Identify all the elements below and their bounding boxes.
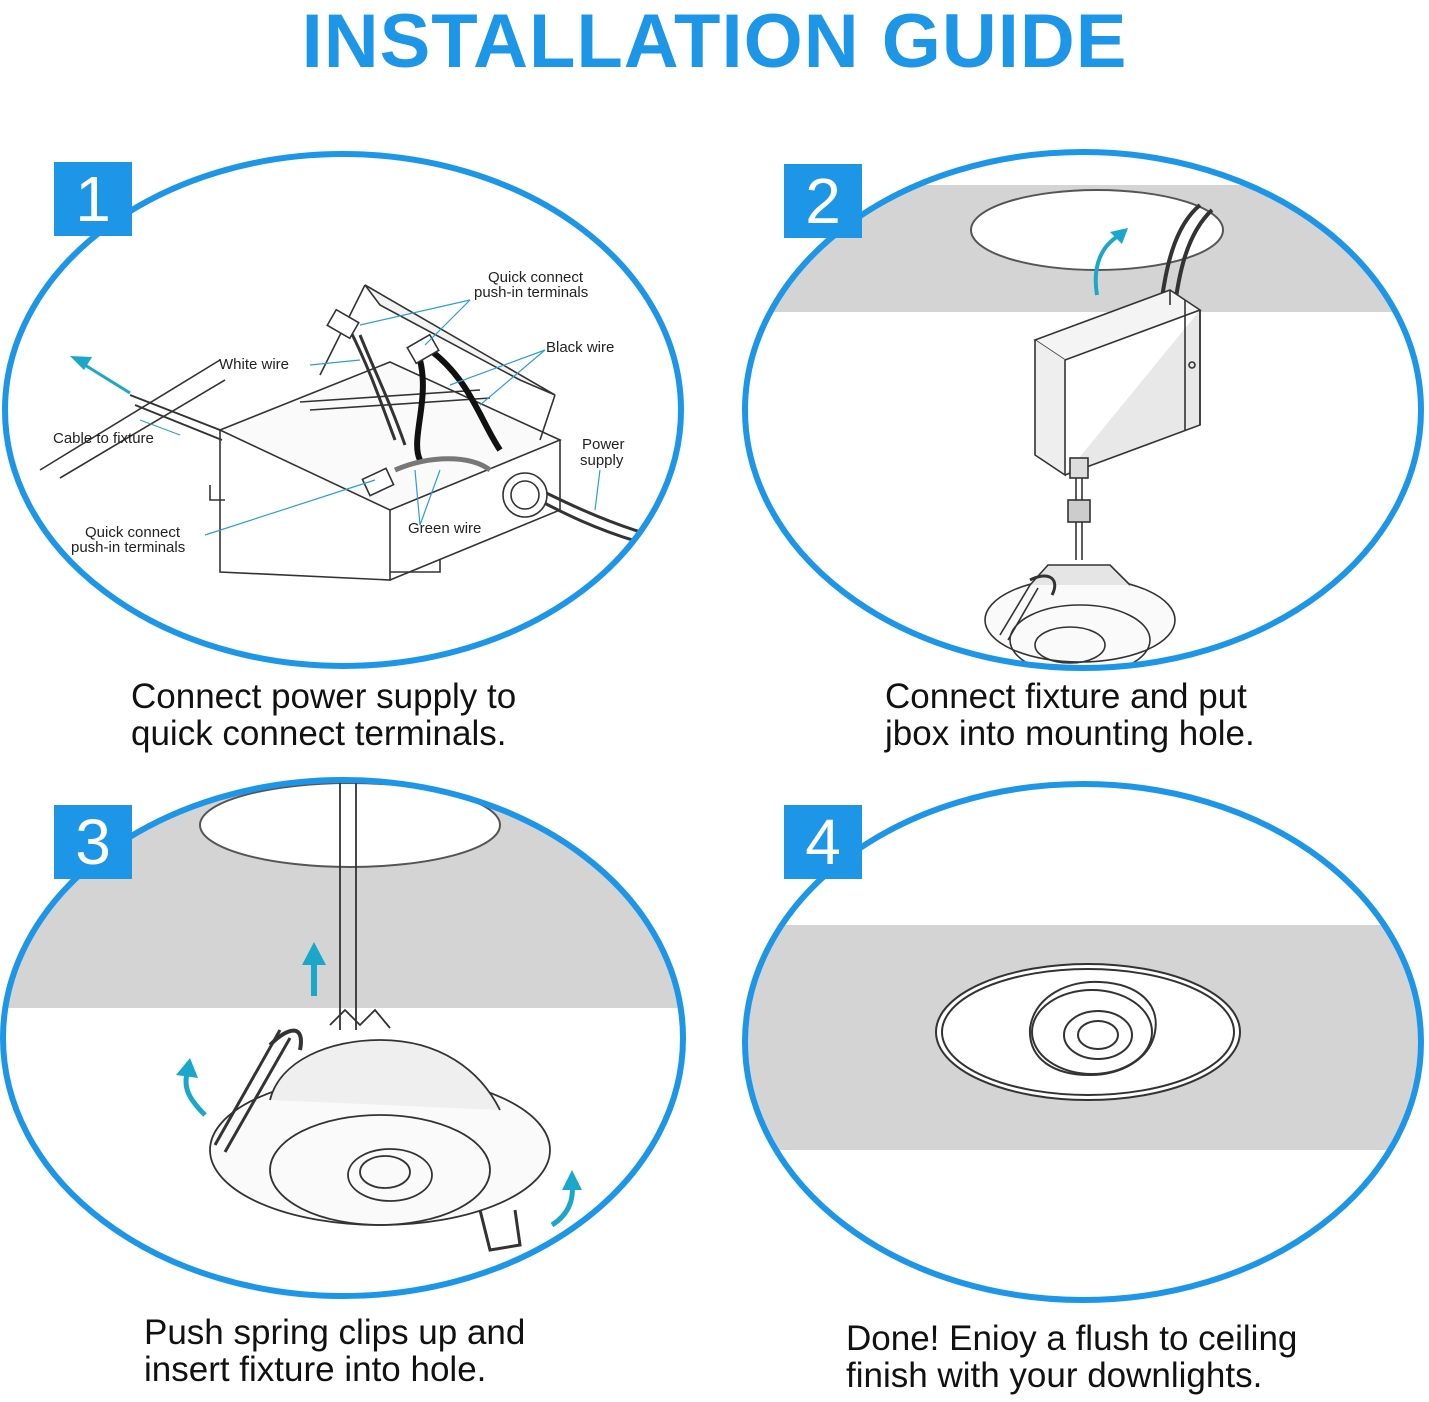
step-2-badge: 2 [784, 164, 862, 238]
step-2-panel: 2 [730, 140, 1429, 700]
label-quick-connect-bottom-2: push-in terminals [71, 539, 186, 556]
label-quick-connect-top-2: push-in terminals [474, 284, 589, 301]
label-white-wire: White wire [219, 356, 290, 373]
step-2-caption-line-2: jbox into mounting hole. [885, 714, 1255, 753]
step-3-panel: 3 [0, 770, 700, 1310]
label-black-wire: Black wire [546, 339, 615, 356]
step-1-caption-line-1: Connect power supply to [131, 677, 517, 716]
label-power-supply-2: supply [580, 452, 624, 469]
label-cable-to-fixture: Cable to fixture [53, 430, 154, 447]
label-green-wire: Green wire [408, 520, 482, 537]
step-4-badge: 4 [784, 805, 862, 879]
step-2-circle [742, 149, 1424, 671]
step-1-illustration [2, 151, 684, 669]
step-3-circle [0, 777, 686, 1299]
step-3-caption-line-1: Push spring clips up and [144, 1313, 526, 1352]
step-4-panel: 4 [730, 770, 1429, 1310]
label-quick-connect-bottom: Quick connect [85, 524, 181, 541]
step-3-caption-line-2: insert fixture into hole. [144, 1350, 487, 1389]
step-1-caption-line-2: quick connect terminals. [131, 714, 507, 753]
step-3-badge: 3 [54, 805, 132, 879]
step-4-illustration [742, 781, 1424, 1303]
direction-arrow [79, 360, 131, 395]
label-quick-connect-top: Quick connect [488, 269, 584, 286]
page-title: INSTALLATION GUIDE [301, 0, 1128, 84]
step-4-caption-line-2: finish with your downlights. [846, 1356, 1263, 1395]
step-1-badge: 1 [54, 162, 132, 236]
label-power-supply: Power [582, 436, 625, 453]
step-1-circle [2, 151, 684, 669]
step-1-panel: 1 Quick connect push-in terminals White … [0, 140, 700, 700]
step-4-caption-line-1: Done! Enioy a flush to ceiling [846, 1319, 1298, 1358]
step-4-circle [742, 781, 1424, 1303]
step-2-caption-line-1: Connect fixture and put [885, 677, 1247, 716]
